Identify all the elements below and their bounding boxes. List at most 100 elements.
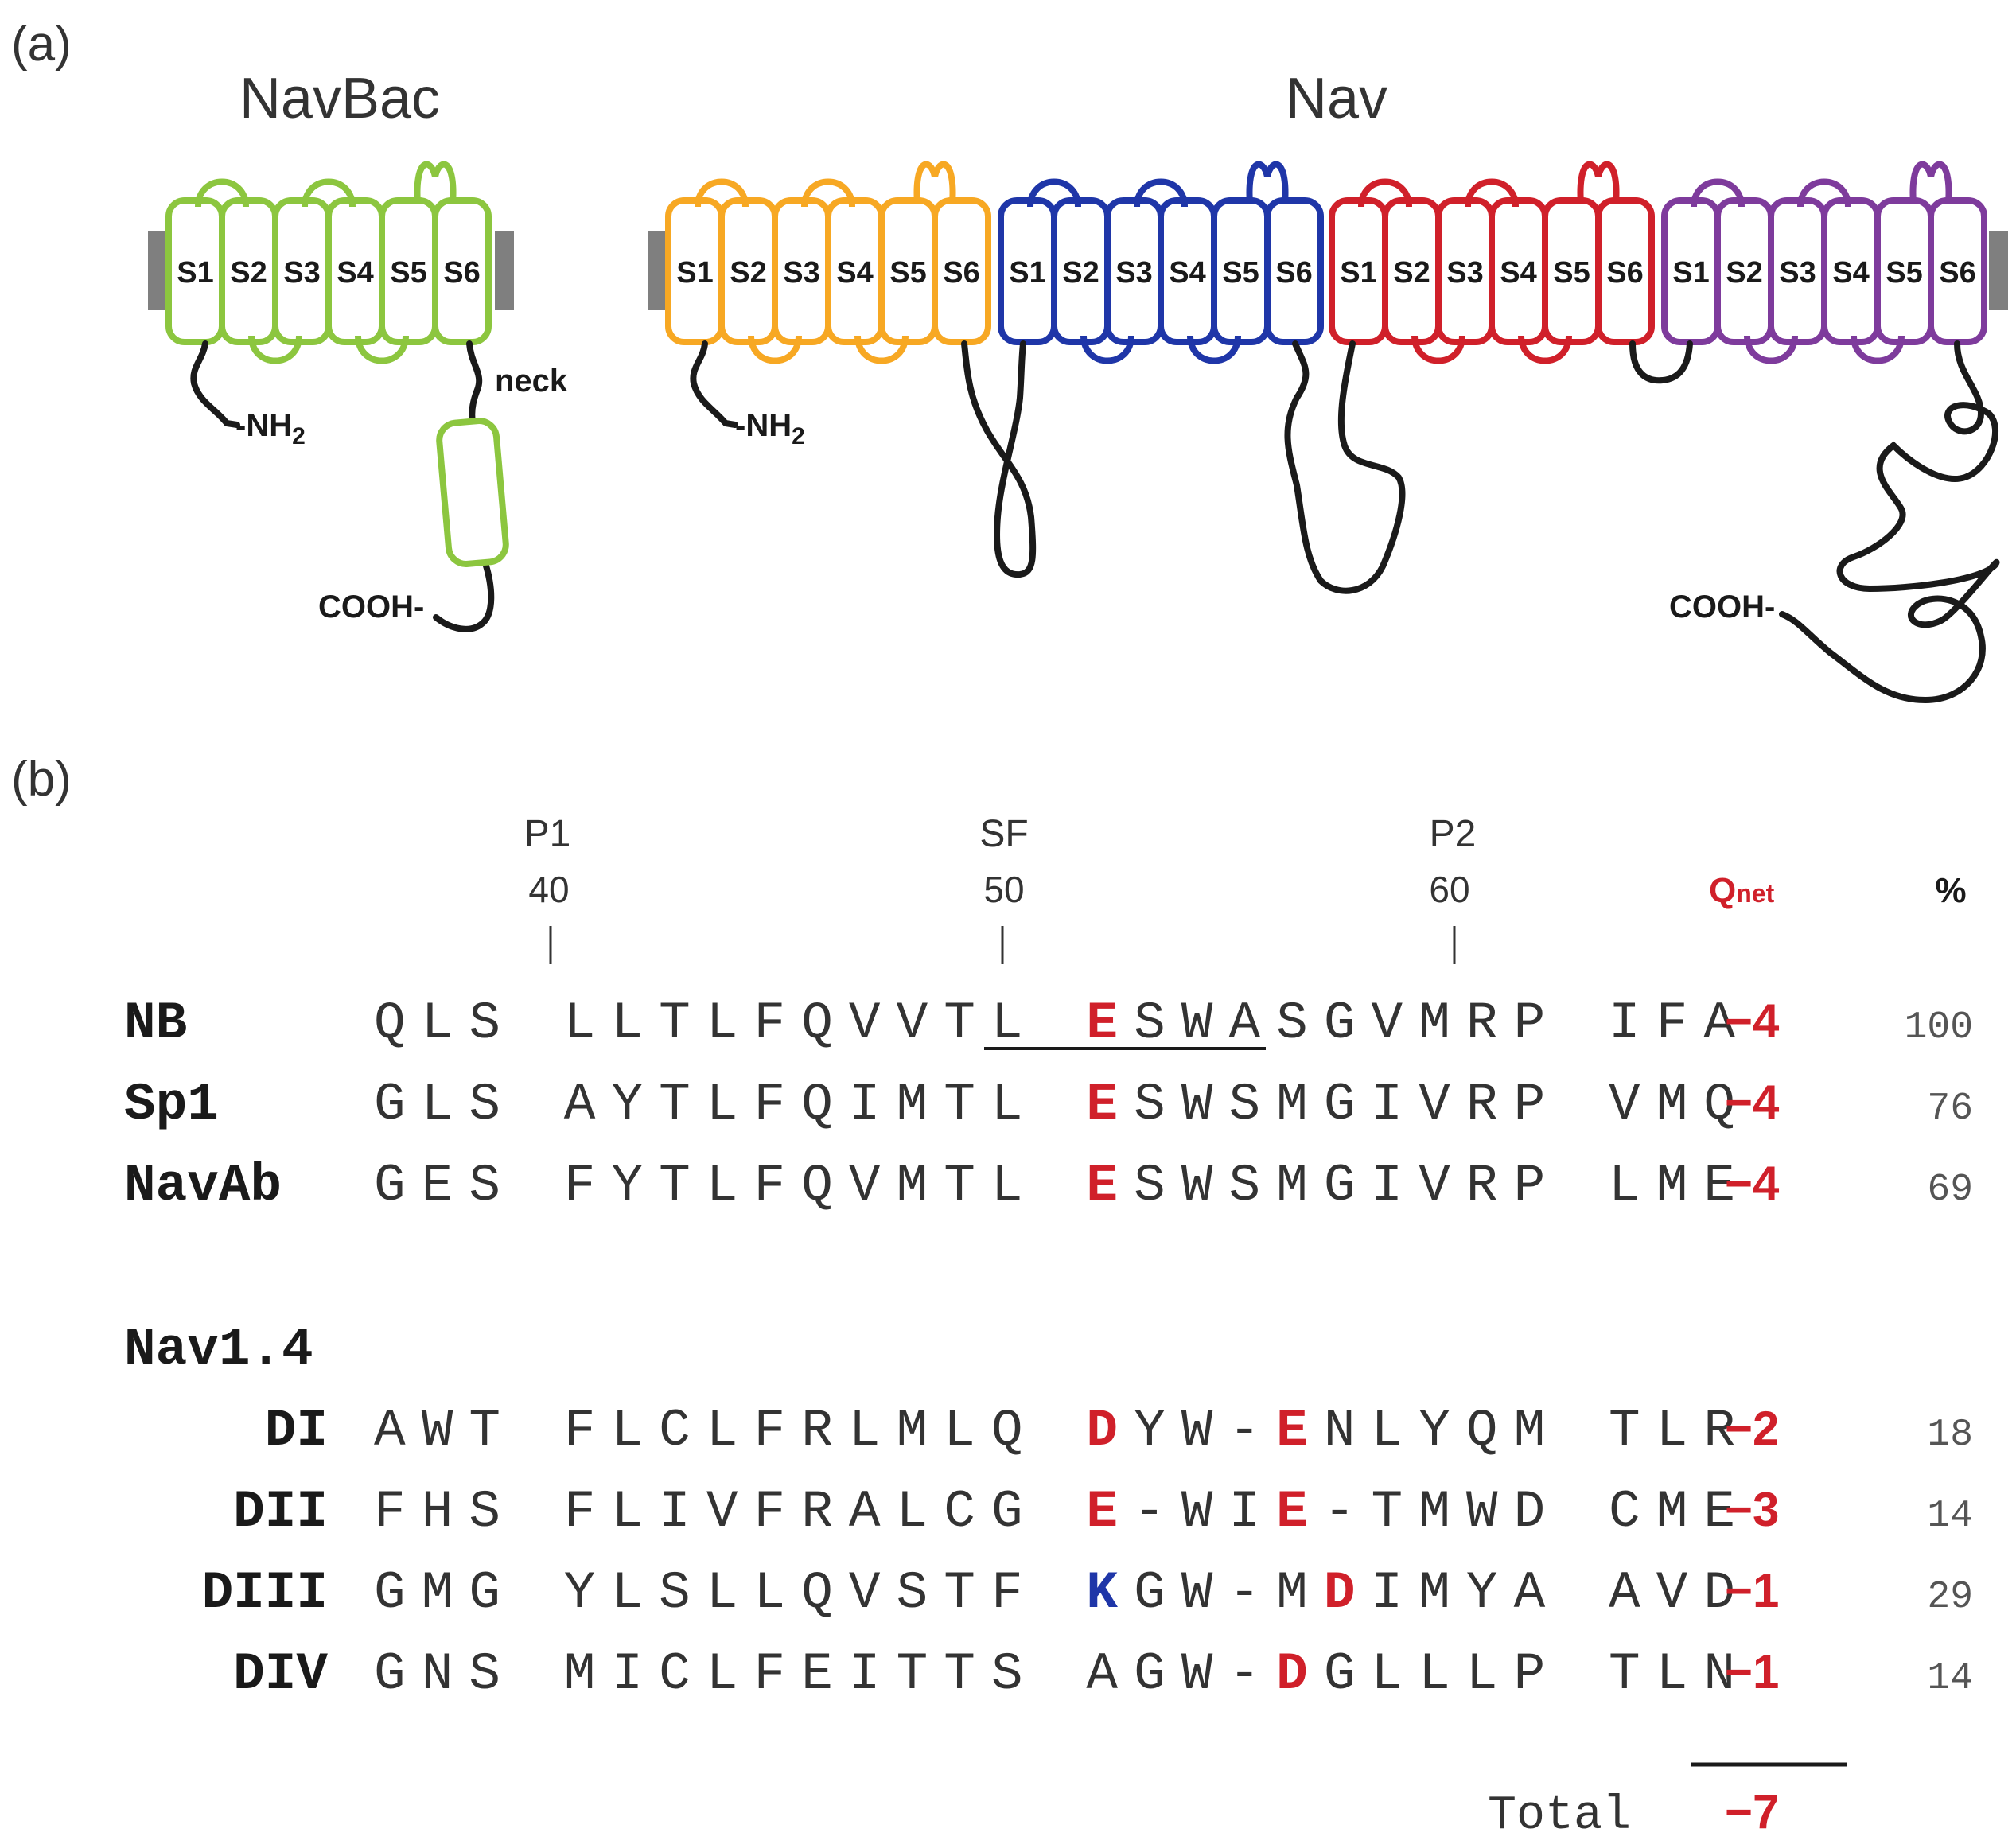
nav-d1-label-s1: S1: [676, 256, 713, 290]
marker-sf-number: 50: [983, 869, 1024, 910]
qnet-value: −4: [1725, 1157, 1780, 1210]
nav-d3-label-s6: S6: [1606, 256, 1643, 290]
navbac-label-s5: S5: [390, 256, 426, 290]
nav-d4-label-s5: S5: [1886, 256, 1922, 290]
marker-p2-number: 60: [1429, 869, 1469, 910]
nav-title: Nav: [1286, 67, 1387, 130]
seq-row-name: DIV: [233, 1644, 328, 1704]
nav-d3-label-s1: S1: [1340, 256, 1376, 290]
qnet-header: Qnet: [1709, 871, 1775, 910]
qnet-value: −1: [1725, 1564, 1779, 1617]
nav-d2-intracellular-loop: [1080, 335, 1134, 364]
navbac-cterm-tail: [433, 560, 495, 632]
total-label: Total: [1488, 1789, 1631, 1843]
nav-d4-label-s4: S4: [1832, 256, 1869, 290]
navbac-nterm-tail: [190, 340, 240, 428]
seq-row-name: DIII: [202, 1563, 328, 1623]
marker-p1-name: P1: [524, 813, 571, 855]
percent-identity: 29: [1927, 1576, 1973, 1619]
nav-cterm-tail: [1779, 340, 2000, 704]
seq-row-name: NB: [124, 994, 187, 1053]
navbac-title: NavBac: [239, 67, 440, 130]
nav-d2-label-s4: S4: [1169, 256, 1205, 290]
nav-d4-intracellular-loop: [1851, 335, 1905, 364]
seq-row-name: Sp1: [124, 1075, 219, 1134]
seq-row-name: DII: [233, 1482, 328, 1542]
marker-p1-number: 40: [528, 869, 569, 910]
nav-d1-extracellular-loop: [801, 178, 855, 208]
navbac-label-s4: S4: [337, 256, 373, 290]
marker-sf: SF 50: [979, 813, 1029, 964]
navbac-nterm-label: -NH2: [235, 408, 306, 449]
total-value: −7: [1725, 1785, 1779, 1838]
nav-d1-label-s4: S4: [836, 256, 873, 290]
nav-d4-pore-loop: [1909, 161, 1952, 204]
nav-d2-extracellular-loop: [1027, 178, 1081, 208]
qnet-value: −4: [1725, 1076, 1780, 1129]
navbac-extracellular-loop: [302, 178, 356, 208]
navbac-helix-s6: [432, 197, 492, 345]
seq-row-name: NavAb: [124, 1156, 282, 1216]
membrane-left-navbac: [148, 231, 167, 310]
navbac-loops: [190, 340, 495, 632]
percent-identity: 100: [1905, 1006, 1973, 1049]
navbac-neck-label: neck: [495, 364, 568, 399]
percent-identity: 14: [1927, 1495, 1973, 1538]
navbac-label-s1: S1: [177, 256, 213, 290]
percent-identity: 76: [1927, 1087, 1973, 1130]
nav-d1-intracellular-loop: [748, 335, 802, 364]
membrane-right-nav: [1989, 231, 2008, 310]
nav-d3-extracellular-loop: [1465, 178, 1519, 208]
navbac-neck-loop: [466, 340, 483, 425]
nav-d3-extracellular-loop: [1358, 178, 1412, 208]
qnet-value: −4: [1725, 994, 1780, 1048]
nav-d2-pore-loop: [1246, 161, 1289, 204]
nav-nterm-label: -NH2: [735, 408, 805, 449]
nav-linker-2-3: [1284, 340, 1406, 594]
nav-d3-label-s3: S3: [1446, 256, 1483, 290]
marker-p1: P1 40: [524, 813, 571, 964]
nav-d3-label-s2: S2: [1393, 256, 1430, 290]
nav-d1-label-s6: S6: [943, 256, 979, 290]
navbac-label-s2: S2: [230, 256, 267, 290]
nav-d4-extracellular-loop: [1797, 178, 1851, 208]
nav-d1-intracellular-loop: [854, 335, 909, 364]
panel-b-label: (b): [11, 752, 72, 807]
navbac-cterm-label: COOH-: [318, 589, 424, 624]
nav-d4-label-s6: S6: [1939, 256, 1975, 290]
nav-d2-intracellular-loop: [1187, 335, 1241, 364]
nav-d1-pore-loop: [913, 161, 956, 204]
nav-d3-pore-loop: [1577, 161, 1620, 204]
navbac-label-s3: S3: [283, 256, 320, 290]
nav-d4-extracellular-loop: [1691, 178, 1745, 208]
nav-d3-intracellular-loop: [1411, 335, 1465, 364]
nav-d2-label-s6: S6: [1275, 256, 1312, 290]
marker-p2-name: P2: [1430, 813, 1477, 855]
nav-d1-extracellular-loop: [695, 178, 749, 208]
nav-d3-intracellular-loop: [1518, 335, 1572, 364]
percent-identity: 18: [1927, 1414, 1973, 1457]
navbac-pore-loop: [414, 161, 457, 204]
nav-d1-label-s3: S3: [783, 256, 819, 290]
nav-d1-label-s2: S2: [730, 256, 766, 290]
qnet-value: −3: [1725, 1483, 1779, 1536]
nav-d2-label-s5: S5: [1222, 256, 1259, 290]
nav-d4-label-s1: S1: [1672, 256, 1709, 290]
marker-p2: P2 60: [1429, 813, 1476, 964]
panel-a-label: (a): [11, 17, 72, 72]
pct-header: %: [1935, 871, 1966, 910]
